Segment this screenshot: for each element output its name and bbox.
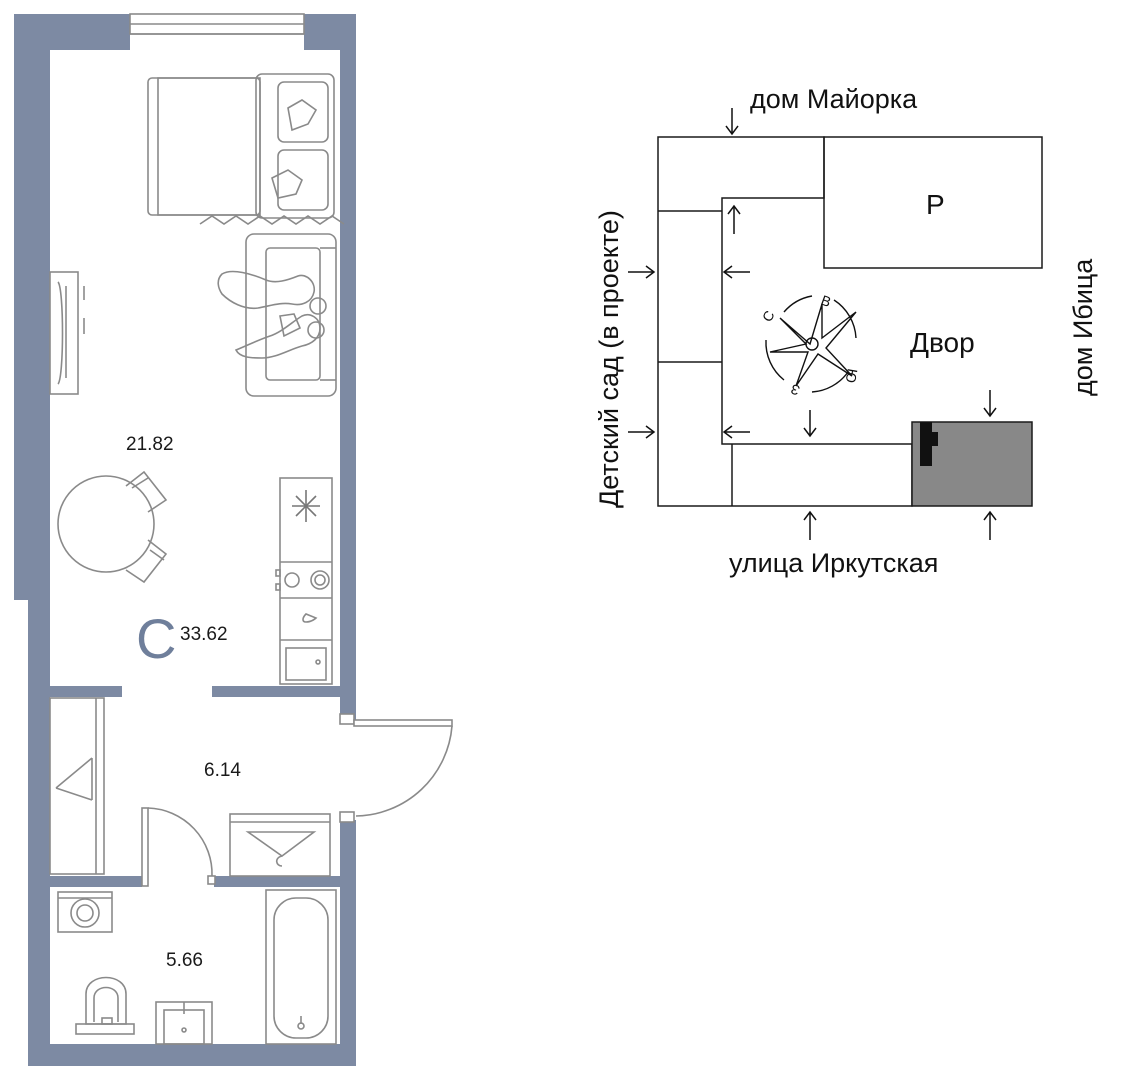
area-hall: 6.14 bbox=[204, 760, 241, 781]
area-living: 21.82 bbox=[126, 434, 174, 455]
compass-west-label: З bbox=[788, 381, 801, 399]
compass-rose-icon bbox=[765, 295, 857, 393]
toilet-icon bbox=[75, 976, 135, 1035]
access-arrows bbox=[628, 108, 997, 540]
bathtub-icon bbox=[265, 889, 337, 1045]
washing-machine-icon bbox=[57, 891, 113, 933]
south-street-label: улица Иркутская bbox=[729, 548, 938, 578]
parking-area bbox=[823, 136, 1043, 269]
sofa-icon bbox=[217, 233, 337, 397]
parking-label: Р bbox=[926, 189, 945, 220]
bathroom-door bbox=[141, 807, 216, 887]
north-street-label: дом Майорка bbox=[750, 84, 918, 114]
area-bathroom: 5.66 bbox=[166, 950, 203, 971]
tv-cabinet-icon bbox=[49, 271, 85, 395]
east-street-label: дом Ибица bbox=[1068, 258, 1098, 396]
west-street-label: Детский сад (в проекте) bbox=[594, 210, 624, 508]
building-entrance-mark bbox=[920, 422, 938, 466]
compass-east-label: В bbox=[819, 292, 833, 310]
entrance-door bbox=[339, 713, 453, 823]
compass-south-label: Ю bbox=[843, 367, 861, 384]
wall-vent bbox=[50, 1036, 66, 1044]
courtyard-label: Двор bbox=[910, 327, 975, 358]
sink-icon bbox=[155, 1001, 213, 1045]
window bbox=[129, 13, 305, 35]
apartment-walls bbox=[14, 14, 356, 1066]
bed-icon bbox=[147, 73, 345, 225]
compass-north-label: С bbox=[759, 308, 778, 325]
total-area: 33.62 bbox=[180, 624, 228, 645]
wardrobe-left-icon bbox=[49, 697, 105, 875]
kitchen-unit-icon bbox=[275, 477, 333, 685]
site-plan: С В Ю З Р Двор bbox=[628, 108, 1043, 540]
wardrobe-right-icon bbox=[229, 813, 331, 877]
apartment-type-letter: С bbox=[136, 607, 176, 670]
dining-table-icon bbox=[57, 470, 168, 584]
